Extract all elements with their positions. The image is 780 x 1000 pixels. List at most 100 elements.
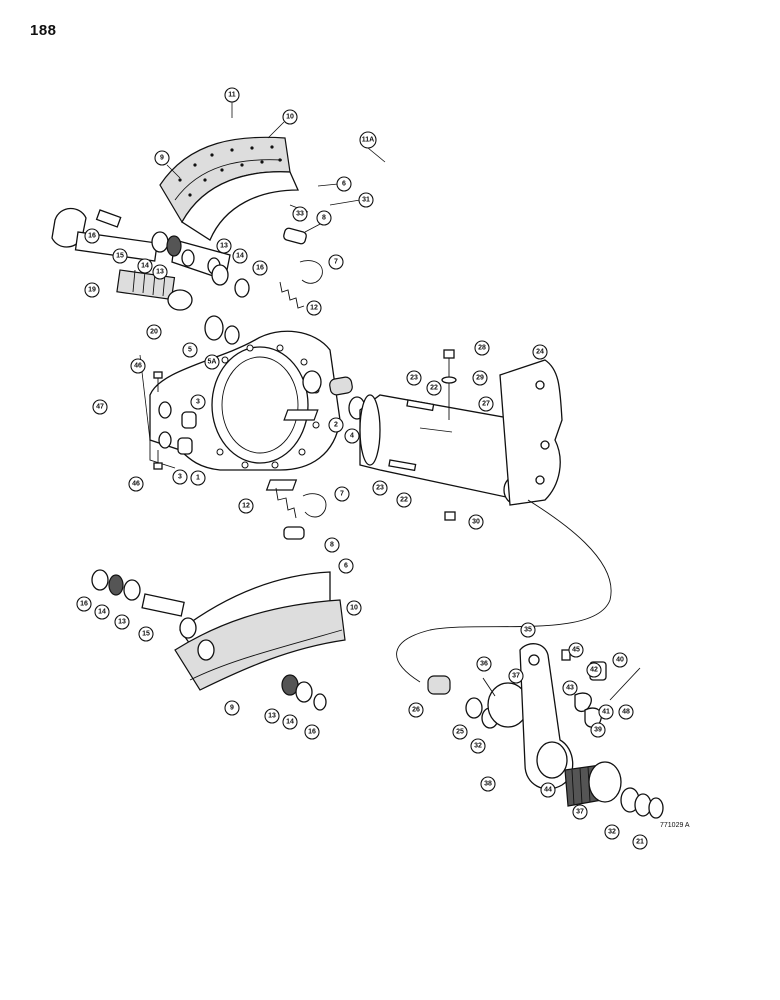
svg-text:36: 36 <box>480 661 488 668</box>
svg-text:45: 45 <box>572 647 580 654</box>
callout-14: 14 <box>282 714 298 730</box>
svg-text:15: 15 <box>116 253 124 260</box>
callout-33: 33 <box>292 206 308 222</box>
svg-text:11A: 11A <box>362 137 374 144</box>
svg-text:48: 48 <box>622 709 630 716</box>
svg-text:33: 33 <box>296 211 304 218</box>
callout-24: 24 <box>532 344 548 360</box>
svg-text:5A: 5A <box>208 359 217 366</box>
svg-text:28: 28 <box>478 345 486 352</box>
callout-16: 16 <box>252 260 268 276</box>
callout-48: 48 <box>618 704 634 720</box>
callout-2: 2 <box>328 417 344 433</box>
callout-15: 15 <box>138 626 154 642</box>
svg-text:22: 22 <box>400 497 408 504</box>
callout-16: 16 <box>304 724 320 740</box>
svg-text:19: 19 <box>88 287 96 294</box>
callout-16: 16 <box>76 596 92 612</box>
callout-40: 40 <box>612 652 628 668</box>
svg-text:35: 35 <box>524 627 532 634</box>
callout-13: 13 <box>152 264 168 280</box>
svg-text:2: 2 <box>334 422 338 429</box>
svg-text:32: 32 <box>608 829 616 836</box>
svg-text:29: 29 <box>476 375 484 382</box>
connector-line <box>396 499 612 683</box>
svg-text:7: 7 <box>334 259 338 266</box>
clamp-bolt <box>265 349 457 521</box>
svg-text:16: 16 <box>308 729 316 736</box>
callout-9: 9 <box>224 700 240 716</box>
callout-11: 11 <box>224 87 240 103</box>
callout-44: 44 <box>540 782 556 798</box>
svg-text:3: 3 <box>178 474 182 481</box>
svg-text:13: 13 <box>118 619 126 626</box>
svg-text:37: 37 <box>576 809 584 816</box>
drawing-id: 771029 A <box>660 822 690 829</box>
svg-text:10: 10 <box>350 605 358 612</box>
bolts <box>153 371 163 470</box>
lower-spring <box>275 487 327 540</box>
svg-text:14: 14 <box>98 609 106 616</box>
callout-9: 9 <box>154 150 170 166</box>
callout-29: 29 <box>472 370 488 386</box>
svg-text:23: 23 <box>376 485 384 492</box>
svg-text:32: 32 <box>474 743 482 750</box>
callout-47: 47 <box>92 399 108 415</box>
callout-12: 12 <box>238 498 254 514</box>
roller-pin <box>283 227 307 245</box>
callout-26: 26 <box>408 702 424 718</box>
svg-text:47: 47 <box>96 404 104 411</box>
callout-1: 1 <box>190 470 206 486</box>
svg-text:38: 38 <box>484 781 492 788</box>
svg-text:16: 16 <box>256 265 264 272</box>
callout-38: 38 <box>480 776 496 792</box>
callout-20: 20 <box>146 324 162 340</box>
callout-7: 7 <box>328 254 344 270</box>
lower-pin-assembly <box>91 569 327 711</box>
callout-22: 22 <box>396 492 412 508</box>
callout-3: 3 <box>190 394 206 410</box>
svg-text:15: 15 <box>142 631 150 638</box>
callout-43: 43 <box>562 680 578 696</box>
tube-bolts <box>388 399 435 472</box>
callout-4: 4 <box>344 428 360 444</box>
callout-36: 36 <box>476 656 492 672</box>
svg-text:25: 25 <box>456 729 464 736</box>
callout-27: 27 <box>478 396 494 412</box>
callout-30: 30 <box>468 514 484 530</box>
svg-text:31: 31 <box>362 197 370 204</box>
brake-spider <box>149 330 341 471</box>
svg-text:43: 43 <box>566 685 574 692</box>
callout-7: 7 <box>334 486 350 502</box>
svg-text:30: 30 <box>472 519 480 526</box>
svg-text:24: 24 <box>536 349 544 356</box>
svg-text:9: 9 <box>160 155 164 162</box>
callout-14: 14 <box>137 258 153 274</box>
callout-37: 37 <box>572 804 588 820</box>
svg-text:11: 11 <box>228 92 236 99</box>
callout-21: 21 <box>632 834 648 850</box>
svg-text:10: 10 <box>286 114 294 121</box>
svg-text:13: 13 <box>268 713 276 720</box>
leader-lines <box>139 102 453 441</box>
callout-39: 39 <box>590 722 606 738</box>
svg-text:8: 8 <box>322 215 326 222</box>
callout-46: 46 <box>128 476 144 492</box>
svg-text:27: 27 <box>482 401 490 408</box>
svg-text:22: 22 <box>430 385 438 392</box>
svg-text:12: 12 <box>242 503 250 510</box>
callout-16: 16 <box>84 228 100 244</box>
svg-text:9: 9 <box>230 705 234 712</box>
callout-37: 37 <box>508 668 524 684</box>
callout-23: 23 <box>372 480 388 496</box>
camshaft <box>51 207 176 301</box>
callout-8: 8 <box>316 210 332 226</box>
callout-19: 19 <box>84 282 100 298</box>
callout-41: 41 <box>598 704 614 720</box>
svg-text:8: 8 <box>330 542 334 549</box>
callout-10: 10 <box>282 109 298 125</box>
slack-adjuster <box>427 643 664 819</box>
svg-text:14: 14 <box>236 253 244 260</box>
callout-35: 35 <box>520 622 536 638</box>
callout-13: 13 <box>216 238 232 254</box>
